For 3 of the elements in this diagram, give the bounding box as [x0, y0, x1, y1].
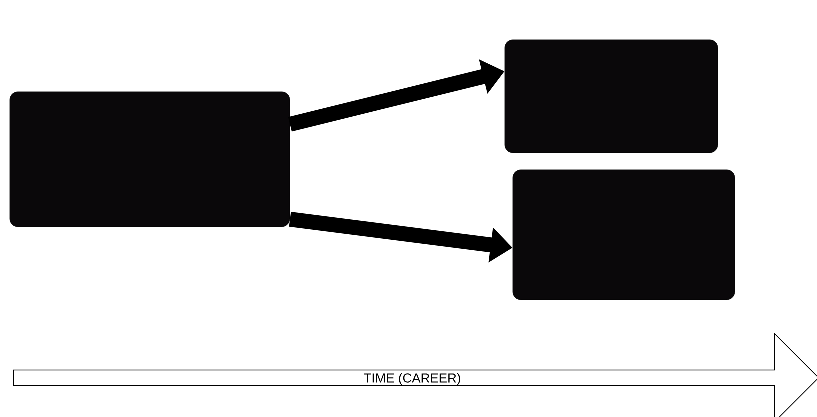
dark-box	[10, 92, 290, 228]
dark-box	[512, 170, 736, 300]
dark-box	[504, 40, 718, 154]
